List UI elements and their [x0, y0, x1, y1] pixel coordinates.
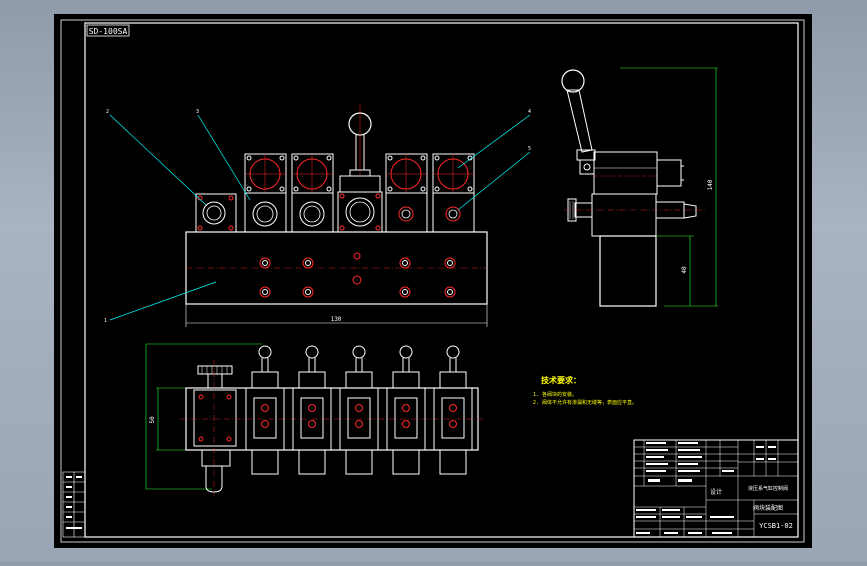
- valve-stack-1: [244, 153, 287, 233]
- leader-lines: [109, 114, 531, 321]
- drawing-sheet: [54, 14, 812, 548]
- top-valve-3: [339, 345, 379, 475]
- center-handle-valve: [337, 104, 383, 233]
- dim-side-lower: 40: [681, 266, 688, 274]
- drawing-id-tag: SD-100SA: [86, 24, 130, 37]
- top-view: 50: [145, 343, 484, 496]
- technical-requirements: 技术要求： 1. 各阀块的安装。 2. 阀体不允许有渗漏和无缝等，表面应平直。: [533, 375, 637, 406]
- top-valve-5: [433, 345, 473, 475]
- top-valve-2: [292, 345, 332, 475]
- front-view: 130: [104, 104, 531, 327]
- relief-valve-block: [195, 193, 237, 233]
- tech-req-item-2: 2. 阀体不允许有渗漏和无缝等，表面应平直。: [533, 399, 637, 406]
- valve-stack-2: [291, 153, 334, 233]
- designer-label: 设计: [710, 488, 722, 496]
- valve-stack-4: [432, 153, 475, 233]
- dim-side-height: 140: [707, 179, 714, 190]
- tech-req-item-1: 1. 各阀块的安装。: [533, 391, 577, 398]
- top-valve-4: [386, 345, 426, 475]
- sheet-frame-inner: [84, 22, 799, 538]
- title-block: 设计 液压系气缸控制阀 阀块装配图 YCSB1-02: [633, 439, 799, 538]
- top-valve-1: [245, 345, 285, 475]
- sheet-frame-outer: [60, 19, 805, 543]
- left-margin-table: [62, 471, 86, 538]
- balloon-5: 5: [528, 146, 531, 152]
- drawing-id-text: SD-100SA: [89, 27, 128, 36]
- manifold-ports: [259, 252, 456, 298]
- valve-stack-3: [385, 153, 428, 233]
- drawing-name: 阀块装配图: [753, 504, 783, 512]
- balloon-4: 4: [528, 109, 531, 115]
- drawing-code: YCSB1-02: [759, 522, 793, 530]
- left-margin-marks: [66, 476, 82, 529]
- balloon-2: 2: [106, 109, 109, 115]
- title-block-cell-marks: [636, 442, 776, 534]
- side-view: 140 40: [561, 67, 718, 307]
- tech-req-heading: 技术要求：: [541, 375, 581, 385]
- balloon-1: 1: [104, 318, 107, 324]
- product-name: 液压系气缸控制阀: [748, 485, 788, 492]
- dim-bottom-height: 50: [149, 416, 156, 424]
- balloon-3: 3: [196, 109, 199, 115]
- dim-front-width: 130: [331, 316, 342, 323]
